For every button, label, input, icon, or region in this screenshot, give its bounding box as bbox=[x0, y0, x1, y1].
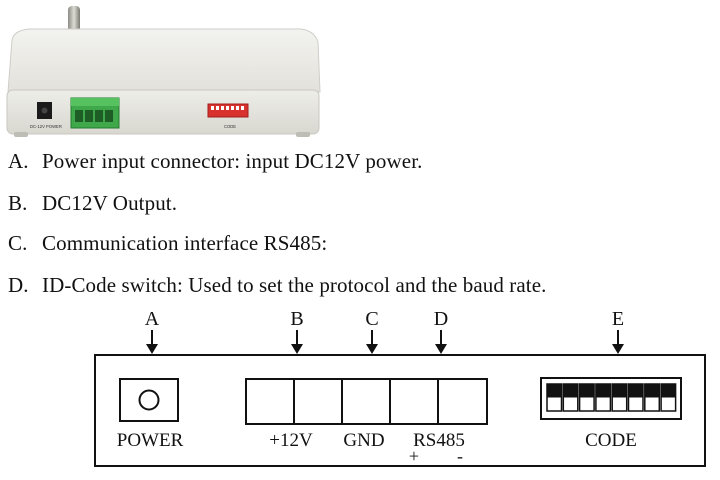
legend-letter: C. bbox=[8, 231, 28, 255]
label-rs485-minus: - bbox=[457, 446, 463, 466]
legend-item-c: C. Communication interface RS485: bbox=[8, 231, 327, 256]
label-power: POWER bbox=[117, 430, 184, 451]
legend-text: DC12V Output. bbox=[42, 191, 178, 215]
legend-letter: D. bbox=[8, 273, 29, 297]
antenna bbox=[68, 6, 80, 32]
legend-text: Power input connector: input DC12V power… bbox=[42, 149, 423, 173]
dip-switch-lever bbox=[612, 384, 627, 398]
dip-switch-lever bbox=[595, 384, 611, 398]
dip-switch-body bbox=[540, 377, 682, 420]
legend-letter: A. bbox=[8, 149, 29, 173]
dip-switch-lever bbox=[563, 384, 578, 398]
callout-b: B bbox=[290, 308, 303, 330]
callout-arrows bbox=[146, 330, 624, 354]
power-jack-circle bbox=[138, 389, 160, 411]
label-gnd: GND bbox=[343, 430, 384, 451]
dip-switch-lever bbox=[628, 384, 643, 398]
dip-switch-lever bbox=[644, 384, 660, 398]
device-photo: DC-12V POWER CODE bbox=[6, 6, 321, 137]
device-top bbox=[7, 28, 321, 93]
photo-label-power: DC-12V POWER bbox=[30, 124, 62, 129]
power-connector bbox=[119, 378, 179, 422]
dip-switch-positions bbox=[546, 383, 677, 412]
photo-label-code: CODE bbox=[224, 124, 236, 129]
panel-outline bbox=[94, 354, 706, 467]
label-12v: +12V bbox=[269, 430, 313, 451]
terminal-block-diagram bbox=[245, 378, 488, 425]
dip-switch-lever bbox=[661, 384, 676, 398]
legend-item-a: A. Power input connector: input DC12V pow… bbox=[8, 149, 423, 174]
legend-text: ID-Code switch: Used to set the protocol… bbox=[42, 273, 547, 297]
legend-item-b: B. DC12V Output. bbox=[8, 191, 177, 216]
callout-c: C bbox=[365, 308, 378, 330]
photo-dip-switch bbox=[207, 103, 249, 118]
label-code: CODE bbox=[585, 430, 637, 451]
callout-e: E bbox=[612, 308, 624, 330]
legend-item-d: D. ID-Code switch: Used to set the protoc… bbox=[8, 273, 547, 298]
label-rs485-plus: + bbox=[409, 446, 419, 466]
label-rs485: RS485 bbox=[413, 430, 465, 451]
connector-diagram: A B C D E POWER +12V GND RS485 + - CODE bbox=[94, 308, 706, 467]
dip-switch-lever bbox=[547, 384, 562, 398]
callout-d: D bbox=[434, 308, 448, 330]
legend-letter: B. bbox=[8, 191, 28, 215]
legend-text: Communication interface RS485: bbox=[42, 231, 328, 255]
callout-a: A bbox=[145, 308, 160, 330]
dip-switch-lever bbox=[579, 384, 595, 398]
